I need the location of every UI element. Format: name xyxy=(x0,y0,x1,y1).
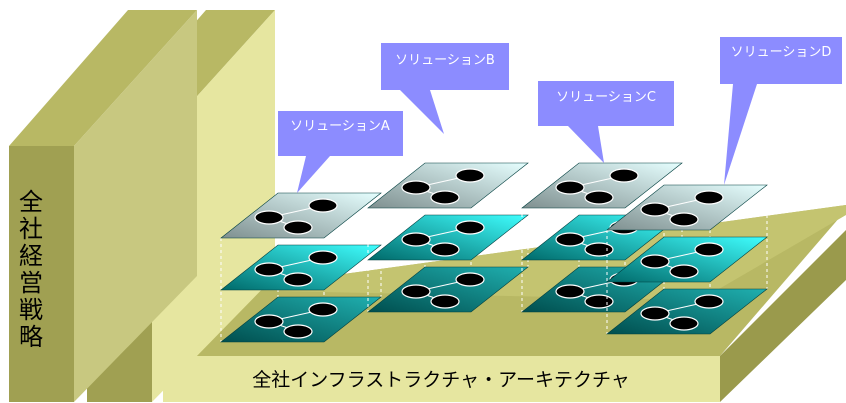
ellipse-node-icon xyxy=(455,220,485,235)
callout-solution-d: ソリューションD xyxy=(720,37,842,185)
layer-plane xyxy=(367,162,529,209)
layer-bottom xyxy=(367,266,529,313)
callout-label: ソリューションD xyxy=(731,45,832,60)
ellipse-node-icon xyxy=(430,242,460,257)
ellipse-node-icon xyxy=(254,262,284,277)
callout-solution-c: ソリューションC xyxy=(538,81,674,163)
layer-top xyxy=(220,192,382,239)
layer-plane xyxy=(367,214,529,261)
layer-middle xyxy=(367,214,529,261)
ellipse-node-icon xyxy=(694,190,724,205)
ellipse-node-icon xyxy=(283,220,313,235)
ellipse-node-icon xyxy=(584,242,614,257)
solution-stack-b xyxy=(367,162,529,313)
ellipse-node-icon xyxy=(694,242,724,257)
pillar-side xyxy=(152,10,275,402)
ellipse-node-icon xyxy=(455,168,485,183)
ellipse-node-icon xyxy=(254,210,284,225)
platform-front-face xyxy=(163,356,720,402)
callout-solution-b: ソリューションB xyxy=(381,43,509,134)
solution-stack-a xyxy=(220,192,382,343)
ellipse-node-icon xyxy=(308,198,338,213)
ellipse-node-icon xyxy=(555,284,585,299)
layer-bottom xyxy=(606,288,768,335)
ellipse-node-icon xyxy=(694,294,724,309)
solution-stack-d xyxy=(606,184,768,335)
callout-solution-a: ソリューションA xyxy=(278,111,403,193)
ellipse-node-icon xyxy=(283,272,313,287)
layer-middle xyxy=(606,236,768,283)
svg-text:全: 全 xyxy=(19,188,43,216)
layer-top xyxy=(367,162,529,209)
ellipse-node-icon xyxy=(640,202,670,217)
ellipse-node-icon xyxy=(584,294,614,309)
svg-text:戦: 戦 xyxy=(19,296,43,324)
layer-plane xyxy=(367,266,529,313)
ellipse-node-icon xyxy=(430,190,460,205)
layer-plane xyxy=(606,236,768,283)
ellipse-node-icon xyxy=(669,212,699,227)
pillar-label: 全 社 経 営 戦 略 xyxy=(19,188,43,351)
layer-middle xyxy=(220,244,382,291)
layer-plane xyxy=(521,162,683,209)
ellipse-node-icon xyxy=(640,254,670,269)
layer-plane xyxy=(220,244,382,291)
layer-bottom xyxy=(220,296,382,343)
ellipse-node-icon xyxy=(430,294,460,309)
ellipse-node-icon xyxy=(555,232,585,247)
ellipse-node-icon xyxy=(254,314,284,329)
pillar-front xyxy=(9,146,74,402)
ellipse-node-icon xyxy=(401,180,431,195)
ellipse-node-icon xyxy=(640,306,670,321)
pillar-top xyxy=(9,10,197,146)
ellipse-node-icon xyxy=(669,316,699,331)
svg-text:経: 経 xyxy=(19,242,43,270)
layer-top xyxy=(521,162,683,209)
pillar-management-strategy: 全 社 経 営 戦 略 xyxy=(9,10,197,402)
ellipse-node-icon xyxy=(455,272,485,287)
ellipse-node-icon xyxy=(308,302,338,317)
layer-plane xyxy=(220,296,382,343)
ellipse-node-icon xyxy=(401,284,431,299)
svg-text:営: 営 xyxy=(19,269,43,297)
callout-label: ソリューションA xyxy=(290,119,390,134)
layer-top xyxy=(606,184,768,231)
solution-stacks xyxy=(220,162,768,343)
platform-right-face xyxy=(720,230,846,402)
ellipse-node-icon xyxy=(283,324,313,339)
svg-text:略: 略 xyxy=(19,323,43,351)
layer-plane xyxy=(606,288,768,335)
layer-plane xyxy=(606,184,768,231)
ellipse-node-icon xyxy=(401,232,431,247)
layer-plane xyxy=(220,192,382,239)
pillar-side xyxy=(74,10,197,402)
ellipse-node-icon xyxy=(609,168,639,183)
platform-label: 全社インフラストラクチャ・アーキテクチャ xyxy=(252,369,630,391)
ellipse-node-icon xyxy=(669,264,699,279)
svg-text:社: 社 xyxy=(19,215,43,243)
ellipse-node-icon xyxy=(584,190,614,205)
ellipse-node-icon xyxy=(555,180,585,195)
ellipse-node-icon xyxy=(308,250,338,265)
callout-label: ソリューションB xyxy=(395,53,495,68)
callout-label: ソリューションC xyxy=(556,90,656,105)
